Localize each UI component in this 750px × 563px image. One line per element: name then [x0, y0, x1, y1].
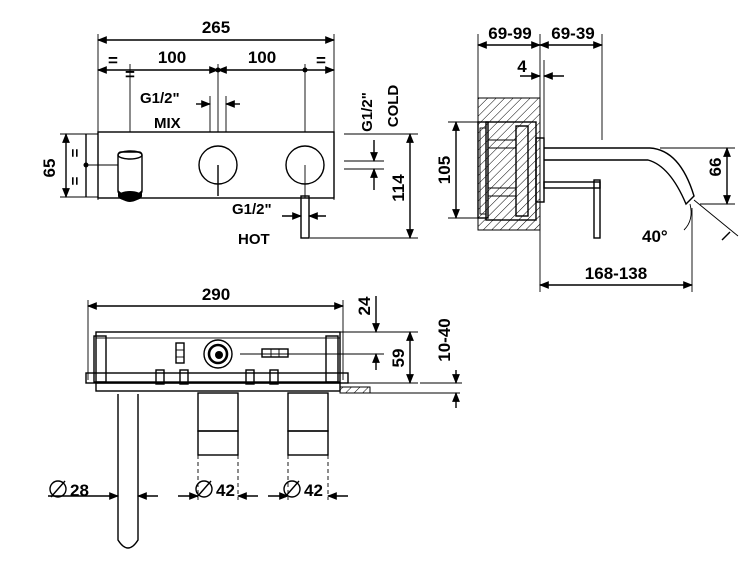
- dim-spout-diameter: 28: [70, 481, 89, 500]
- dim-plate-height: 65: [40, 159, 59, 178]
- dim-handle-diameter-right: 42: [304, 481, 323, 500]
- wall-plate: [97, 131, 335, 199]
- hot-label: HOT: [238, 231, 270, 248]
- dim-spout-height: 66: [706, 158, 725, 177]
- spout-top: [117, 394, 139, 549]
- dim-wall-gap: 4: [517, 57, 527, 76]
- equal-mark-3: =: [316, 51, 326, 70]
- dim-angle: 40°: [642, 227, 668, 246]
- handle-left: [197, 430, 239, 456]
- spout: [544, 147, 695, 206]
- dim-body-depth: 59: [389, 349, 408, 368]
- handle-right: [287, 430, 329, 456]
- dim-handle-diameter-left: 42: [216, 481, 235, 500]
- front-view: 265 100 100 = = = G1/2" MIX G1/2" HO: [40, 18, 418, 248]
- wall-section: [477, 97, 541, 231]
- dim-top-width: 290: [202, 285, 230, 304]
- dim-depth-a: 69-99: [488, 24, 531, 43]
- dim-plate-range: 10-40: [435, 318, 454, 361]
- cold-label: COLD: [385, 85, 402, 128]
- dim-spacing-left: 100: [158, 48, 186, 67]
- top-view: 290: [48, 285, 462, 549]
- equal-vertical-2: =: [67, 176, 84, 185]
- dim-overall-width: 265: [202, 18, 230, 37]
- equal-mark-1: =: [108, 51, 118, 70]
- dim-outlet-height: 114: [389, 174, 408, 202]
- side-view: 69-99 69-39 4 105 66 40° 168-138: [435, 24, 739, 292]
- mix-label: MIX: [154, 115, 181, 132]
- dim-projection: 168-138: [585, 264, 647, 283]
- dim-top-offset: 24: [355, 296, 374, 315]
- dim-body-height: 105: [435, 156, 454, 184]
- equal-vertical-1: =: [67, 148, 84, 157]
- cold-thread-label: G1/2": [359, 92, 376, 132]
- hot-thread-label: G1/2": [232, 201, 272, 218]
- mix-thread-label: G1/2": [140, 90, 180, 107]
- hot-pipe: [300, 195, 310, 239]
- equal-mark-2: =: [125, 65, 135, 84]
- dim-depth-b: 69-39: [551, 24, 594, 43]
- dim-spacing-right: 100: [248, 48, 276, 67]
